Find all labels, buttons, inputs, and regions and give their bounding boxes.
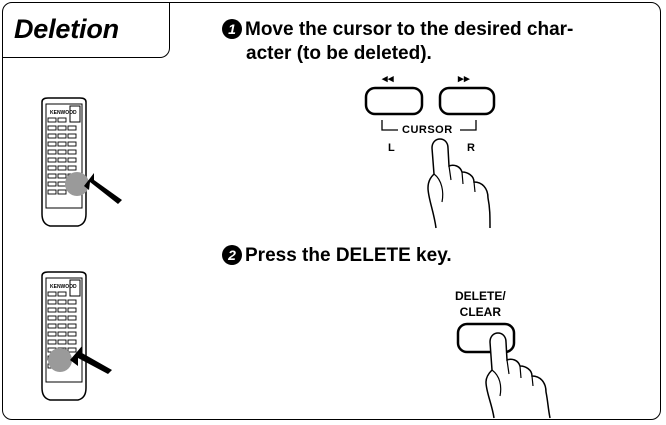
page-frame	[2, 2, 661, 420]
cursor-left-key[interactable]	[364, 86, 424, 116]
remote-brand: KENWOOD	[50, 110, 77, 116]
remote-control-icon: KENWOOD	[41, 271, 112, 401]
remote-brand: KENWOOD	[50, 284, 77, 290]
pointer-arrow-icon	[70, 346, 112, 374]
delete-key-label: DELETE/ CLEAR	[455, 289, 506, 319]
cursor-group-label: CURSOR	[402, 124, 453, 136]
section-tab	[2, 2, 170, 58]
cursor-left-label: L	[388, 142, 396, 154]
cursor-keys	[364, 86, 496, 131]
cursor-right-label: R	[467, 142, 476, 154]
cursor-right-key[interactable]	[438, 86, 496, 116]
step-2-number: 2	[222, 245, 242, 265]
remote-control-icon: KENWOOD	[41, 97, 122, 227]
rewind-symbol: ◂◂	[382, 73, 395, 85]
forward-symbol: ▸▸	[458, 73, 471, 85]
hand-press-icon	[485, 332, 551, 419]
step-1-number: 1	[222, 19, 242, 39]
hand-press-icon	[427, 138, 491, 229]
pointer-arrow-icon	[84, 173, 122, 204]
section-title: Deletion	[14, 14, 119, 44]
